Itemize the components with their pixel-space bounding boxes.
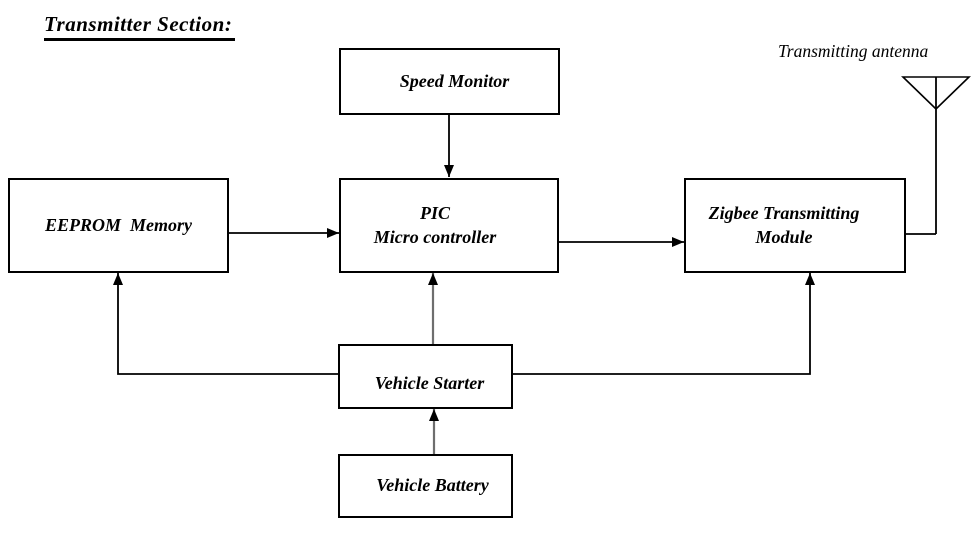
block-zigbee-label-line2: Module [755, 226, 813, 247]
block-vehicle-starter-label: Vehicle Starter [374, 372, 485, 393]
block-speed-monitor-label: Speed Monitor [399, 70, 510, 91]
block-pic-microcontroller: PIC Micro controller [339, 178, 559, 273]
arrow-vehicle-starter-to-eeprom [113, 273, 338, 375]
block-vehicle-starter: Vehicle Starter [338, 344, 513, 409]
block-vehicle-battery-label: Vehicle Battery [376, 475, 489, 496]
transmitting-antenna-icon [901, 76, 971, 235]
block-eeprom-memory: EEPROM Memory [8, 178, 229, 273]
block-vehicle-battery: Vehicle Battery [338, 454, 513, 518]
block-speed-monitor: Speed Monitor [339, 48, 560, 115]
block-zigbee-label-line1: Zigbee Transmitting [708, 203, 860, 224]
block-pic-label-line1: PIC [419, 203, 450, 224]
block-pic-label-line2: Micro controller [373, 226, 497, 247]
page-title: Transmitter Section: [44, 12, 236, 41]
block-zigbee-transmitting-module: Zigbee Transmitting Module [684, 178, 906, 273]
arrow-vehicle-starter-to-zigbee [513, 273, 815, 375]
antenna-triangle [901, 76, 971, 111]
block-eeprom-memory-label: EEPROM Memory [44, 214, 192, 235]
antenna-label: Transmitting antenna [778, 41, 929, 61]
